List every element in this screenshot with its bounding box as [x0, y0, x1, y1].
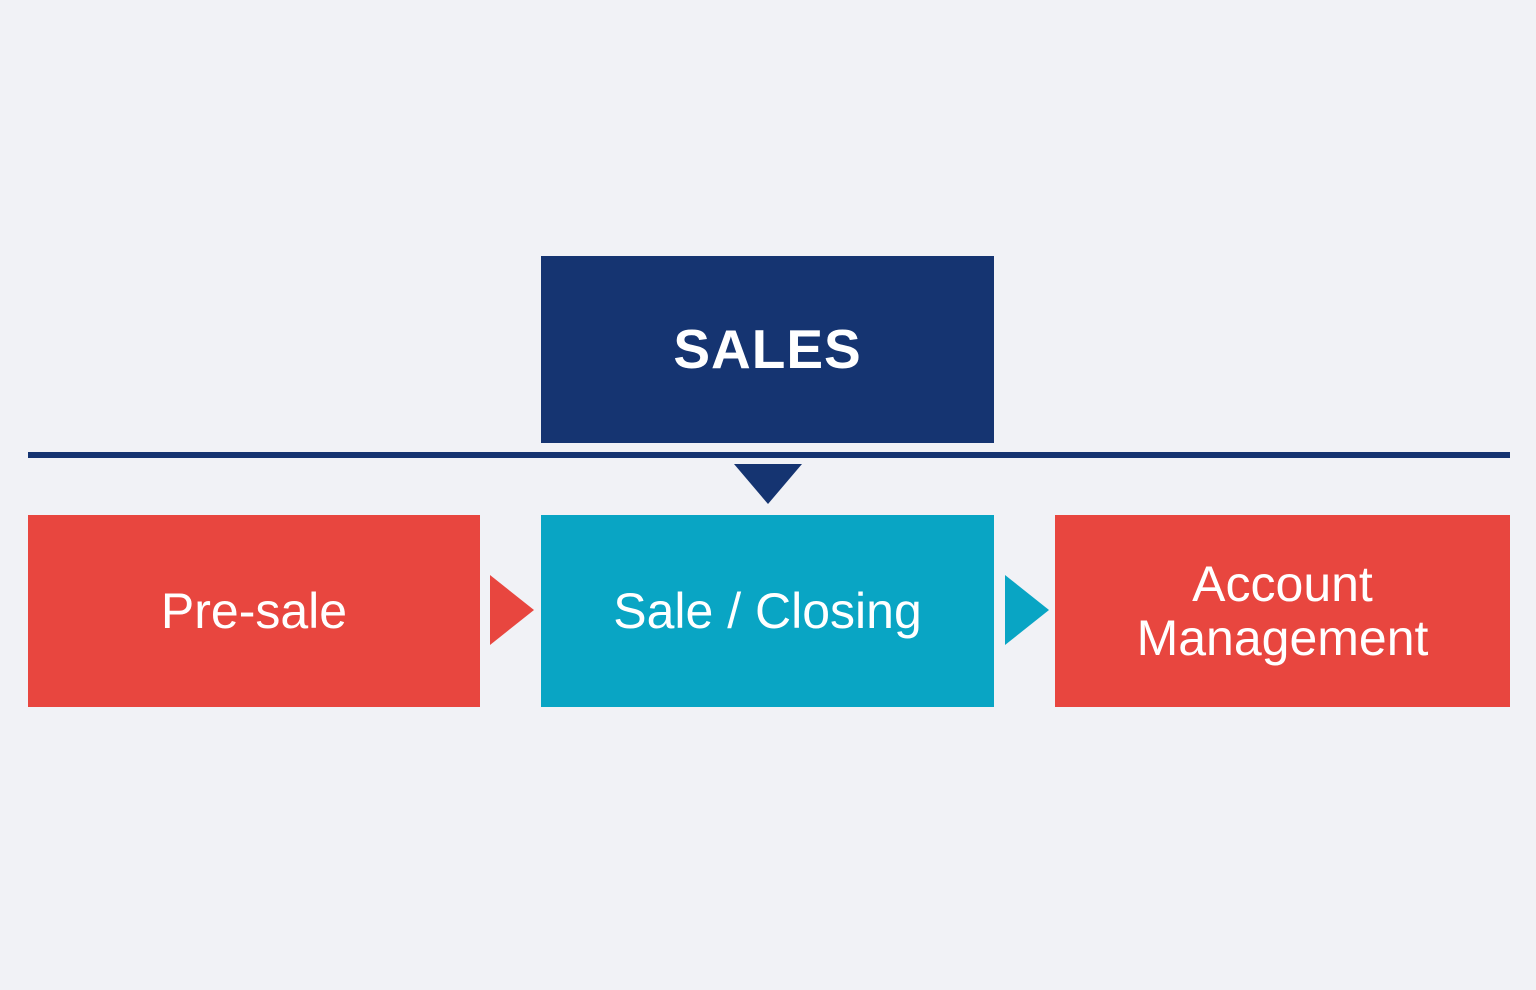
arrow-right-icon-sale-to-account [1005, 575, 1049, 645]
stage-row: Pre-sale Sale / Closing Account Manageme… [0, 515, 1536, 707]
stage-account-management-box: Account Management [1055, 515, 1510, 707]
divider-rule [28, 452, 1510, 458]
stage-account-management-label: Account Management [1136, 556, 1429, 666]
stage-pre-sale-box: Pre-sale [28, 515, 480, 707]
down-arrow-icon [734, 464, 802, 504]
sales-header-box: SALES [541, 256, 994, 443]
stage-sale-closing-box: Sale / Closing [541, 515, 994, 707]
stage-sale-closing-label: Sale / Closing [613, 583, 922, 639]
arrow-right-icon-presale-to-sale [490, 575, 534, 645]
sales-header-label: SALES [673, 318, 862, 380]
stage-pre-sale-label: Pre-sale [160, 583, 348, 639]
